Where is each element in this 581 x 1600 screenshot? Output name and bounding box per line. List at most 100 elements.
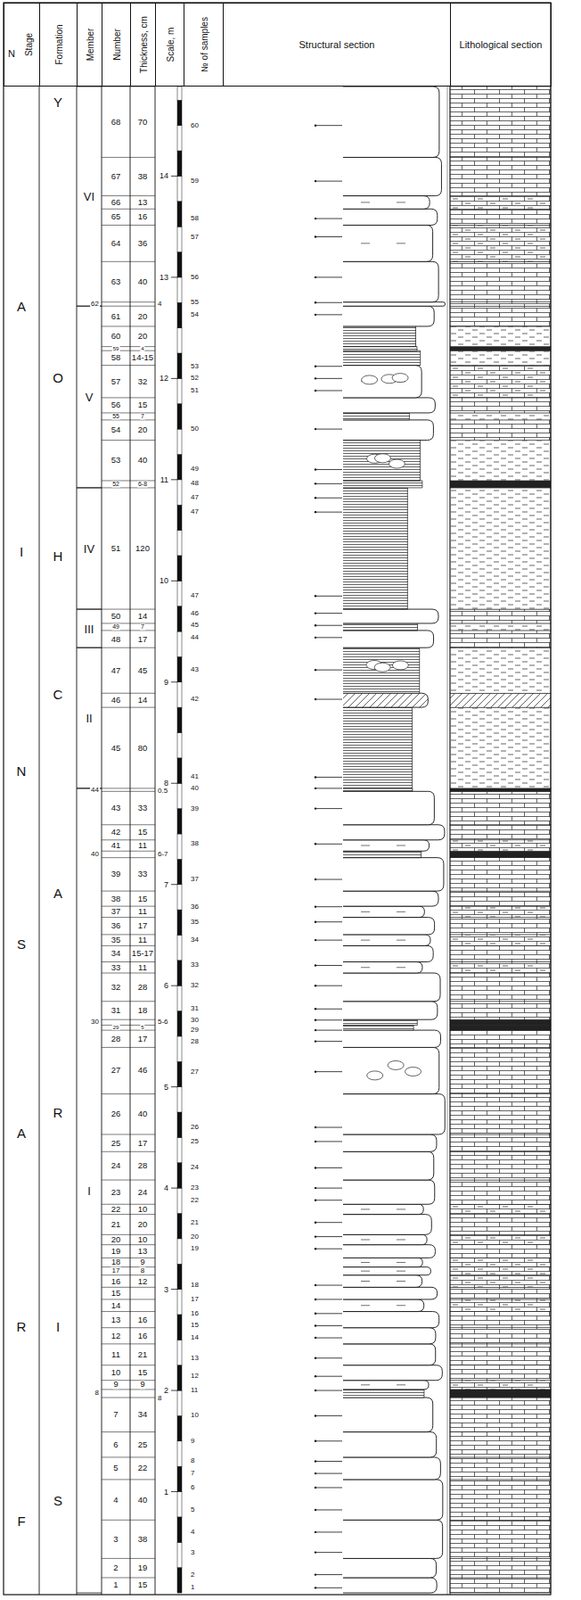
sample-dot [314,180,317,182]
lithology-bed [450,824,551,840]
lithology-bed [450,1000,551,1019]
scale-tick [171,1085,178,1087]
sample-tick [315,124,343,126]
bed-boundary [101,1150,156,1152]
sample-tick [315,365,343,367]
bed-boundary [101,1029,156,1031]
bed-profile [343,646,420,693]
bed-profile [343,790,434,824]
bed-boundary [101,1378,156,1380]
structural-column [343,86,446,1592]
formation-letter: O [51,370,65,385]
sample-dot [314,842,317,844]
column-header: Scale, m [155,2,185,87]
bed-profile [343,1029,441,1047]
bed-profile [343,1298,425,1311]
scale-bar [177,984,182,1010]
sample-tick [315,1586,343,1588]
sample-tick [315,1039,343,1041]
scale-tick [171,377,178,379]
scale-bar [177,530,182,556]
lithology-bed [450,326,551,347]
bed-number: 18 [110,1257,122,1266]
lithology-bed [450,972,551,1001]
scale-bar [177,226,182,252]
lithology-bed [450,790,551,824]
bed-profile [343,850,422,857]
bed-thickness: 20 [137,311,149,321]
sample-number: 50 [189,425,200,433]
formation-letter: A [52,885,64,900]
stage-letter: S [16,936,27,950]
lithology-bed [450,1326,551,1343]
scale-mark: 1 [163,1486,170,1495]
bed-profile [343,608,439,623]
bed-profile [343,1396,434,1432]
scale-bar [177,302,182,328]
bed-thickness: 33 [137,802,149,812]
bed-number: 35 [110,934,123,944]
sample-number: 36 [189,902,200,910]
sample-tick [315,1018,343,1020]
bed-boundary [101,1396,156,1398]
scale-bar [177,86,182,100]
bed-thickness: 10 [137,1234,149,1244]
shale-bed [343,346,418,352]
bed-thickness: 38 [137,1533,149,1543]
sample-tick [315,1029,343,1031]
lithology-bed [450,1150,551,1179]
lithology-bed [450,208,551,225]
sample-dot [314,496,317,499]
thin-bed-number: 62 [90,300,100,308]
bed-profile [343,1256,423,1266]
sample-number: 42 [189,695,200,703]
bed-boundary [101,1477,156,1479]
member-boundary [76,646,102,648]
nodule [367,1070,384,1080]
sample-tick [315,1139,343,1141]
bed-thickness: 33 [137,869,149,879]
formation-letter: C [52,687,65,701]
bed-boundary [101,1342,156,1343]
bed-thickness: 40 [137,1109,149,1119]
sample-tick [315,1247,343,1249]
lithology-bed [450,1046,551,1093]
scale-mark: 13 [158,272,170,281]
thin-bed-thickness: 4 [156,300,163,308]
lithology-bed [450,261,551,302]
bed-profile [343,916,435,934]
sample-number: 59 [189,177,200,185]
bed-profile [343,961,423,973]
sample-dot [314,1006,317,1009]
bed-boundary [101,608,156,610]
sample-tick [315,1485,343,1487]
bed-boundary [101,823,156,825]
bed-thickness: 9 [139,1379,146,1388]
sample-number: 58 [189,214,200,222]
bed-thickness: 11 [137,907,148,917]
sample-tick [315,468,343,470]
bed-number: 20 [110,1234,123,1244]
bed-thickness: 16 [137,1314,149,1324]
bed-thickness: 22 [137,1463,149,1473]
marl-dash [360,242,406,244]
marl-dash [360,1207,406,1209]
bed-profile [343,440,420,481]
sample-number: 32 [189,981,200,989]
sample-number: 10 [189,1410,200,1418]
member-number: V [84,391,95,403]
header-text: Scale, m [164,27,175,63]
lithology-bed [450,412,551,420]
lithology-bed [450,1518,551,1557]
sample-dot [314,775,317,778]
stage-letter: A [16,299,27,313]
formation-letter: S [52,1492,64,1506]
bed-number: 48 [110,634,123,644]
nodule [361,375,378,385]
scale-bar [177,630,182,656]
bed-boundary [101,932,156,934]
lithology-bed [450,397,551,413]
bed-boundary [101,905,156,907]
sample-number: 41 [189,772,200,780]
bed-boundary [101,1212,156,1214]
